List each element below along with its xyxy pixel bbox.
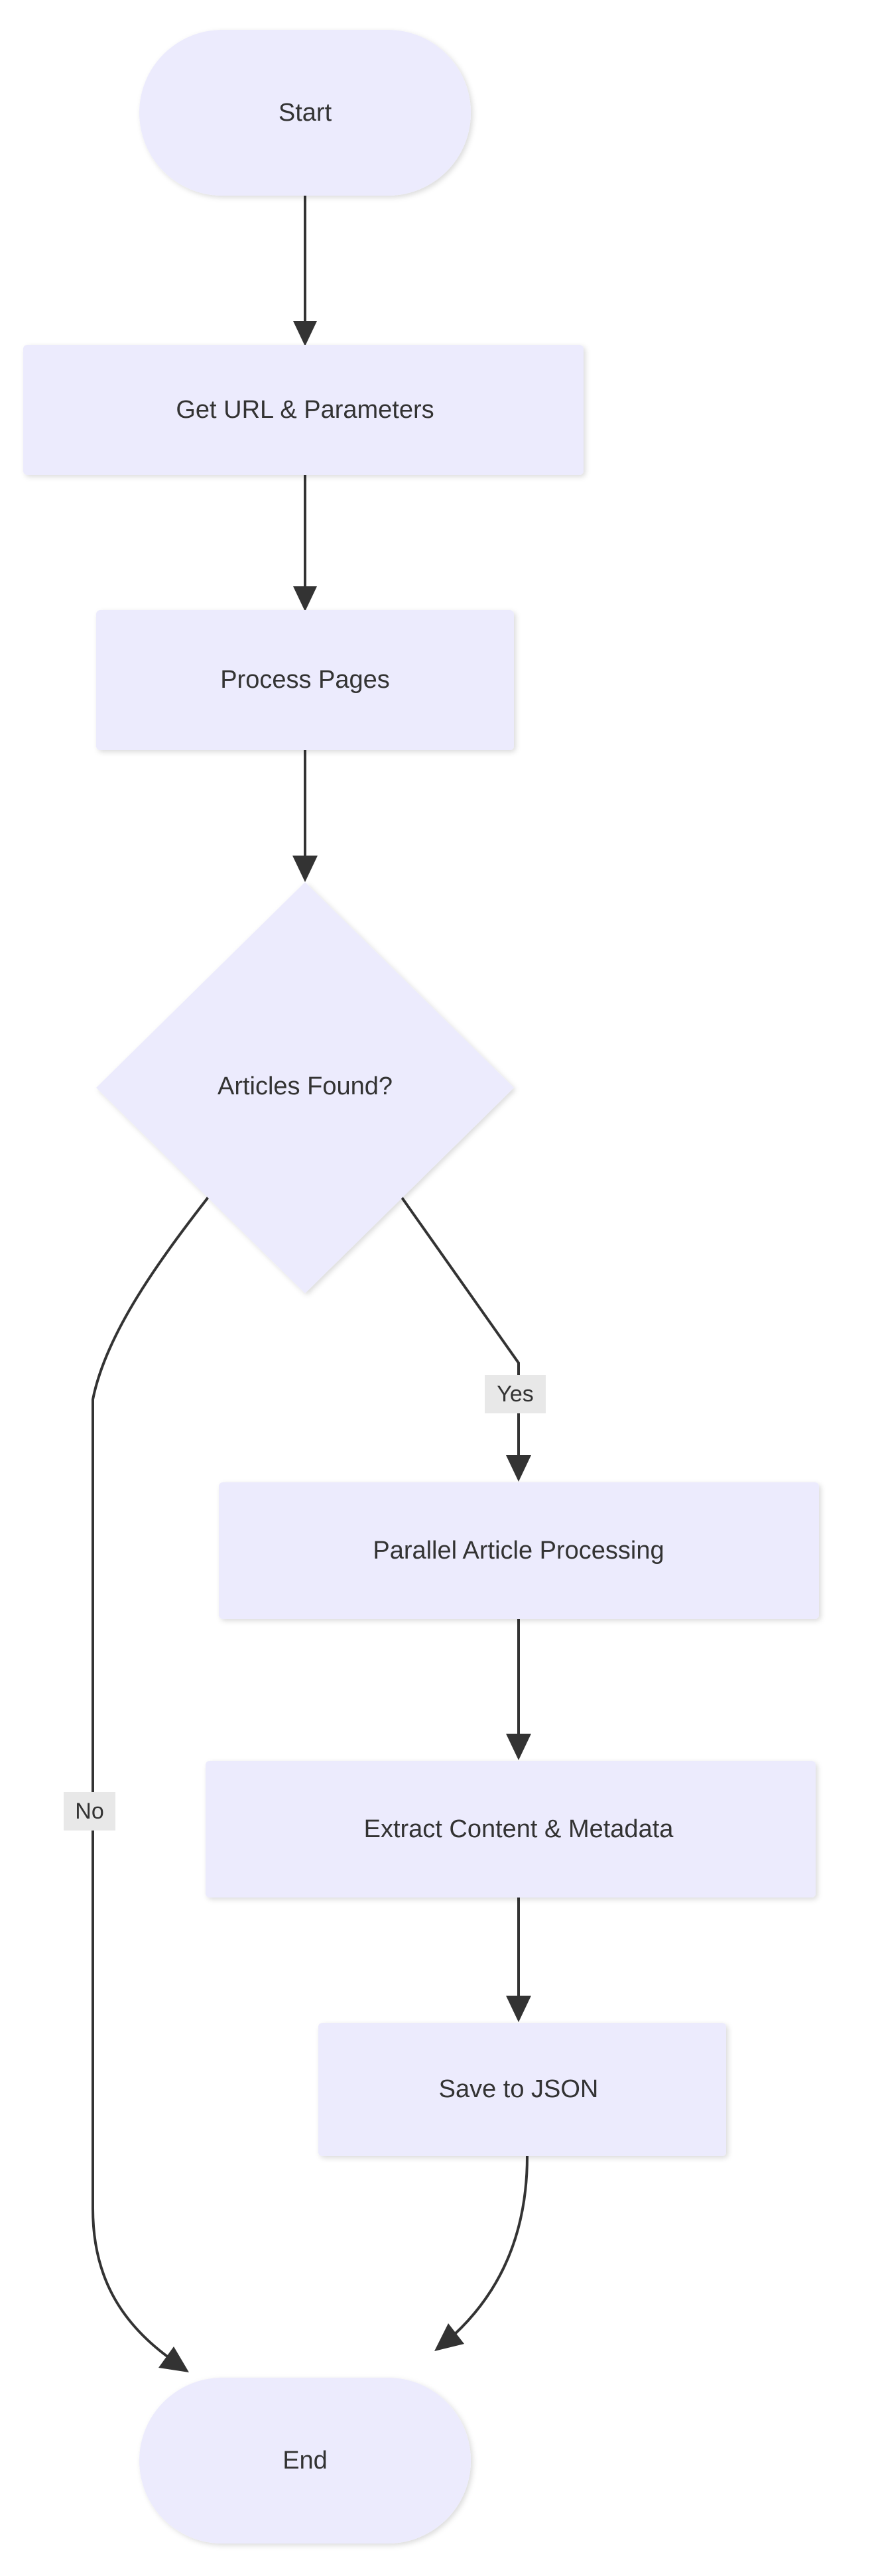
node-shape-stadium (139, 30, 471, 196)
edge-line (92, 1192, 212, 2359)
node-shape-rect (318, 2023, 726, 2156)
edge-found-to-end (92, 1192, 212, 2372)
edge-label-no: No (64, 1792, 115, 1831)
node-label: End (282, 2447, 328, 2475)
node-label: Parallel Article Processing (373, 1537, 664, 1565)
edge-start-to-geturl (293, 196, 317, 346)
arrowhead-icon (506, 1455, 531, 1482)
node-shape-rect (96, 610, 514, 750)
node-shape-rect (219, 1482, 819, 1619)
node-articles-found-decision[interactable]: Articles Found? (96, 882, 514, 1293)
node-parallel-article-processing[interactable]: Parallel Article Processing (219, 1482, 819, 1619)
node-process-pages[interactable]: Process Pages (96, 610, 514, 750)
edge-geturl-to-pages (293, 475, 317, 612)
edge-extract-to-save (506, 1898, 531, 2022)
arrowhead-icon (292, 856, 318, 882)
node-label: Get URL & Parameters (176, 396, 434, 424)
node-label: Extract Content & Metadata (364, 1815, 674, 1843)
node-save-to-json[interactable]: Save to JSON (318, 2023, 726, 2156)
node-end[interactable]: End (139, 2378, 471, 2544)
node-shape-rect (23, 345, 584, 475)
node-shape-rect (206, 1761, 816, 1898)
node-label: Start (279, 99, 332, 127)
node-label: Process Pages (220, 666, 390, 694)
node-shape-stadium (139, 2378, 471, 2544)
arrowhead-icon (506, 1996, 531, 2022)
edge-label-text: No (75, 1799, 103, 1824)
node-label: Articles Found? (218, 1072, 393, 1100)
edge-parallel-to-extract (506, 1619, 531, 1760)
node-start[interactable]: Start (139, 30, 471, 196)
edge-pages-to-found (292, 750, 318, 882)
edge-label-background (485, 1375, 546, 1413)
edge-line (398, 1192, 520, 1462)
node-extract-content-metadata[interactable]: Extract Content & Metadata (206, 1761, 816, 1898)
arrowhead-icon (293, 321, 317, 346)
edge-label-yes: Yes (485, 1375, 546, 1413)
edge-label-text: Yes (497, 1382, 533, 1407)
arrowhead-icon (434, 2323, 464, 2351)
arrowhead-icon (158, 2347, 189, 2372)
edge-save-to-end (434, 2156, 529, 2351)
node-get-url-parameters[interactable]: Get URL & Parameters (23, 345, 584, 475)
arrowhead-icon (293, 586, 317, 612)
edge-line (453, 2156, 529, 2336)
arrowhead-icon (506, 1734, 531, 1760)
node-label: Save to JSON (439, 2075, 599, 2103)
edge-found-to-parallel (398, 1192, 531, 1482)
edge-label-background (64, 1792, 115, 1831)
node-shape-diamond (96, 882, 514, 1293)
